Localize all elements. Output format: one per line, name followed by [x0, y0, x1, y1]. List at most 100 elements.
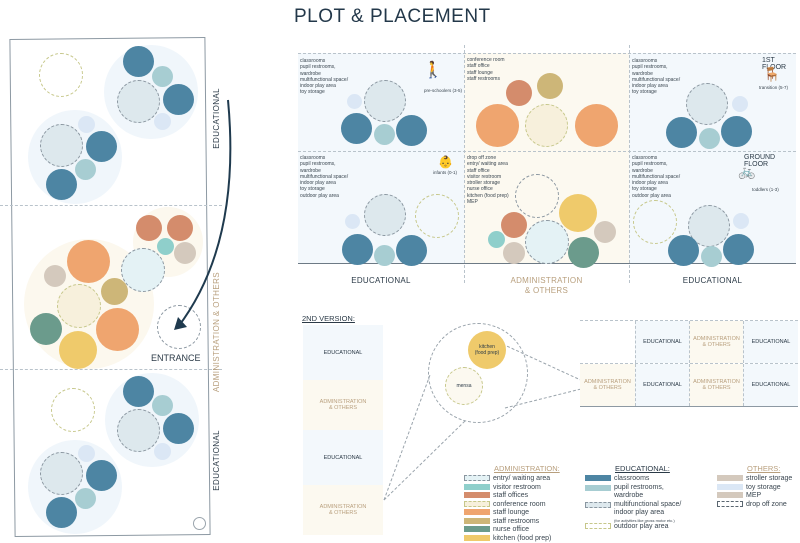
column-label-administration: ADMINISTRATION & OTHERS: [510, 276, 583, 295]
column-label-educational: EDUCATIONAL: [351, 276, 411, 285]
age-tag: infants (0-1): [433, 170, 458, 175]
swatch-mep: [717, 492, 743, 499]
toy-storage: [78, 116, 95, 133]
classroom: [341, 113, 372, 144]
swatch-nurse-office: [464, 526, 490, 533]
drop-off-zone: [157, 305, 201, 349]
staff-restroom: [537, 73, 563, 99]
legend-heading: ADMINISTRATION:: [494, 464, 560, 473]
classroom: [666, 117, 697, 148]
legend-item: staff lounge: [493, 509, 530, 516]
legend-item: visitor restroom: [493, 483, 541, 491]
stroller-storage: [174, 242, 196, 264]
toy-storage: [78, 445, 95, 462]
legend-heading: EDUCATIONAL:: [615, 464, 670, 473]
mini-cell: ADMINISTRATION & OTHERS: [580, 364, 635, 406]
entry-waiting-area: [525, 220, 569, 264]
grid-line: [629, 45, 630, 283]
classroom: [668, 235, 699, 266]
entrance-label: ENTRANCE: [151, 353, 201, 363]
multifunctional-space: [117, 80, 160, 123]
nurse-office: [568, 237, 599, 268]
classroom: [123, 46, 154, 77]
conference-room: [57, 284, 101, 328]
pupil-restroom: [152, 395, 173, 416]
classroom: [163, 413, 194, 444]
toy-storage: [733, 213, 749, 229]
staff-lounge: [67, 240, 110, 283]
staff-office: [167, 215, 193, 241]
legend-educational: EDUCATIONAL: classrooms pupil restrooms,…: [585, 464, 681, 531]
multifunctional-space: [40, 452, 83, 495]
mini-cell: EDUCATIONAL: [635, 364, 689, 406]
legend-item: classrooms: [614, 475, 650, 482]
drop-off-zone: [515, 174, 559, 218]
pupil-restroom: [699, 128, 720, 149]
mep: [44, 265, 66, 287]
grid-line: [464, 45, 465, 283]
mensa-bubble: mensa: [445, 367, 483, 405]
kitchen-bubble: kitchen (food prep): [468, 331, 506, 369]
toy-storage: [732, 96, 748, 112]
toy-storage: [347, 94, 362, 109]
outdoor-play-area: [39, 53, 83, 97]
kitchen: [559, 194, 597, 232]
classroom: [721, 116, 752, 147]
grid-line: [298, 53, 796, 54]
mep: [503, 242, 525, 264]
classroom: [123, 376, 154, 407]
pupil-restroom: [75, 488, 96, 509]
stack-educational: EDUCATIONAL: [303, 430, 383, 485]
second-version-heading: 2ND VERSION:: [302, 314, 355, 323]
nurse-office: [30, 313, 62, 345]
mini-cell: ADMINISTRATION & OTHERS: [689, 364, 743, 406]
staff-office: [506, 80, 532, 106]
toy-storage: [154, 443, 171, 460]
legend-item: outdoor play area: [614, 522, 669, 530]
kitchen: [59, 331, 97, 369]
legend-item: kitchen (food prep): [493, 534, 552, 542]
mini-cell: EDUCATIONAL: [743, 364, 798, 406]
swatch-staff-lounge: [464, 509, 490, 516]
room-list: drop off zone entry/ waiting area staff …: [467, 155, 509, 206]
classroom: [396, 235, 427, 266]
zone-label-educational: EDUCATIONAL: [212, 430, 221, 491]
swatch-conference-room: [464, 500, 490, 507]
infant-icon: 👶: [438, 155, 453, 169]
outdoor-play-area: [415, 194, 459, 238]
page-title: PLOT & PLACEMENT: [294, 6, 491, 27]
pupil-restroom: [374, 124, 395, 145]
pupil-restroom: [152, 66, 173, 87]
room-list: classrooms pupil restrooms, wardrobe mul…: [300, 58, 349, 96]
legend-item: toy storage: [746, 483, 781, 491]
swatch-multifunctional: [585, 501, 611, 508]
legend-others: OTHERS: stroller storage toy storage MEP…: [717, 464, 792, 509]
legend-item: staff offices: [493, 492, 529, 499]
swatch-classrooms: [585, 475, 611, 482]
legend-item: drop off zone: [746, 500, 787, 508]
zone-divider-1: [0, 205, 222, 206]
age-tag: transition (5-7): [759, 85, 789, 90]
column-label-educational: EDUCATIONAL: [682, 276, 743, 285]
visitor-restroom: [488, 231, 505, 248]
staff-lounge: [96, 308, 139, 351]
swatch-staff-offices: [464, 492, 490, 499]
legend-item: pupil restrooms, wardrobe: [614, 483, 664, 500]
age-tag: pre-schoolers (3-5): [424, 88, 463, 93]
classroom: [163, 84, 194, 115]
multifunctional-space: [364, 194, 406, 236]
legend-heading: OTHERS:: [747, 464, 781, 473]
swatch-staff-restrooms: [464, 517, 490, 524]
classroom: [86, 131, 117, 162]
preschooler-icon: 🚶: [423, 62, 443, 79]
classroom: [86, 460, 117, 491]
multifunctional-space: [686, 83, 728, 125]
legend-item: nurse office: [493, 526, 530, 533]
swatch-stroller-storage: [717, 475, 743, 482]
pupil-restroom: [701, 246, 722, 267]
stack-educational: EDUCATIONAL: [303, 325, 383, 380]
toddler-icon: 🚲: [738, 163, 756, 179]
room-list: classrooms pupil restrooms, wardrobe mul…: [300, 155, 349, 199]
zoom-bubble: [428, 323, 528, 423]
classroom: [396, 115, 427, 146]
